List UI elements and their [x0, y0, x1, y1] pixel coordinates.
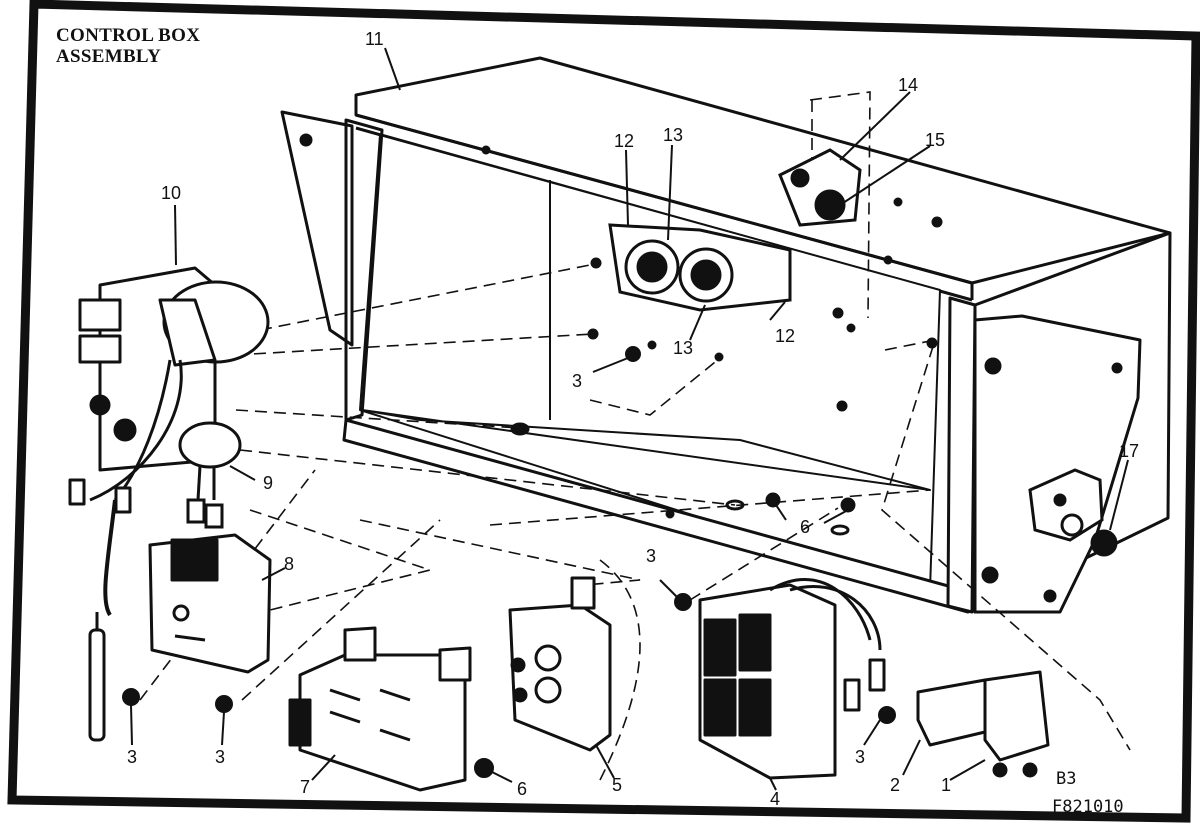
part-17-knob: [1028, 468, 1118, 557]
callout-14: 14: [898, 75, 919, 95]
callout-3-mid: 3: [215, 747, 226, 767]
part-9-thermistor: [178, 421, 242, 529]
page-border: [7, 0, 1200, 823]
diagram-title-line2: ASSEMBLY: [56, 46, 162, 67]
figure-code: B3: [1056, 769, 1077, 789]
callout-leaders: [130, 47, 1129, 791]
part-7-transformer: [288, 626, 472, 792]
callout-6-box: 6: [800, 517, 811, 537]
part-5-switch: [508, 576, 612, 752]
callout-1: 1: [941, 775, 952, 795]
callout-5: 5: [612, 775, 623, 795]
callout-7: 7: [300, 777, 311, 797]
part-8-relay: [148, 533, 272, 674]
parts-12-13-sockets: [608, 223, 792, 312]
callout-2: 2: [890, 775, 901, 795]
callout-15: 15: [925, 130, 946, 150]
part-10-timer-assembly: [68, 266, 270, 617]
part-4-contactor: [698, 578, 886, 780]
callout-17: 17: [1119, 441, 1140, 461]
callout-12-bottom: 12: [775, 326, 796, 346]
part-1-capacitor: [983, 670, 1050, 778]
callout-8: 8: [284, 554, 295, 574]
callout-9: 9: [263, 473, 274, 493]
callout-11: 11: [365, 29, 384, 49]
figure-number: F821010: [1052, 797, 1124, 817]
fuse-lead: [88, 612, 106, 742]
callout-13-bottom: 13: [673, 338, 694, 358]
callout-10: 10: [161, 183, 182, 203]
part-2-bracket: [916, 678, 987, 747]
callout-13-top: 13: [663, 125, 684, 145]
callout-3-right: 3: [855, 747, 866, 767]
control-box-housing: [280, 56, 1172, 614]
diagram-title-line1: CONTROL BOX: [56, 25, 201, 46]
callout-3-box: 3: [572, 371, 583, 391]
callout-4: 4: [770, 789, 781, 809]
screws-and-grommets: [122, 346, 896, 778]
callout-6-bottom: 6: [517, 779, 528, 799]
callout-12-top: 12: [614, 131, 635, 151]
parts-14-15-switch: [778, 148, 862, 227]
callout-3-contactor: 3: [646, 546, 657, 566]
callout-3-left: 3: [127, 747, 138, 767]
assembly-leader-lines: [139, 91, 1131, 781]
